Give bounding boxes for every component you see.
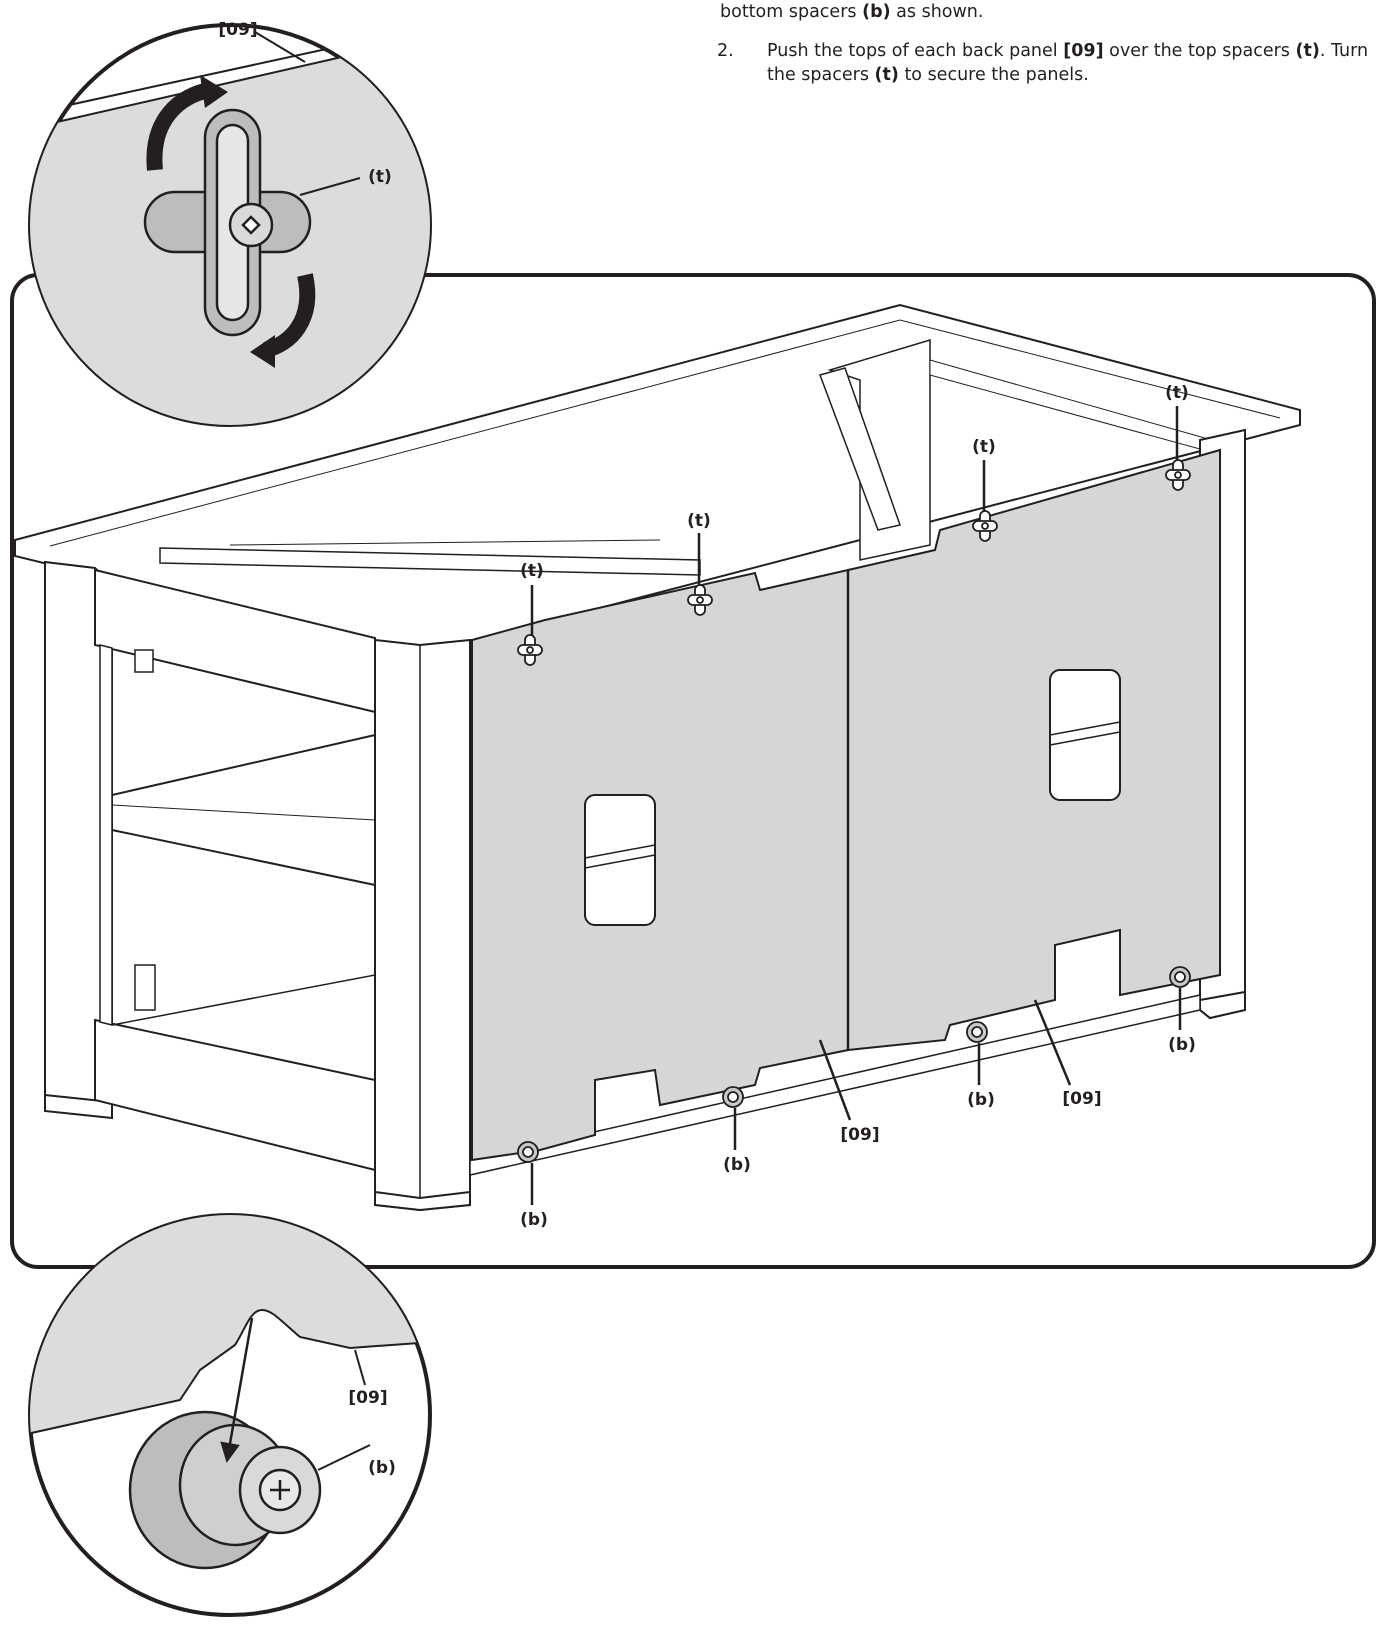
label-b-4: (b) bbox=[1168, 1035, 1196, 1055]
zoom-top-leader-panel bbox=[254, 31, 306, 63]
instructions: bottom spacers (b) as shown. 2. Push the … bbox=[717, 0, 1380, 87]
bottom-spacer-3 bbox=[966, 1021, 988, 1043]
text: . Turn the spacers bbox=[767, 41, 1369, 85]
left-panel-cutout bbox=[584, 794, 656, 926]
text-bold: [09] bbox=[1063, 41, 1104, 61]
center-front-leg-foot bbox=[374, 1190, 471, 1212]
zoom-detail-top-spacer: [09] (t) bbox=[28, 20, 432, 427]
leader-lines bbox=[530, 406, 1182, 1205]
rotate-arrow-top-head bbox=[200, 75, 228, 108]
bottom-spacer-4 bbox=[1169, 966, 1191, 988]
zoom-panel-bottom bbox=[30, 1215, 430, 1442]
rear-rail-brace bbox=[229, 539, 661, 546]
zoom-top-spacer bbox=[143, 108, 312, 337]
left-inner-frame bbox=[99, 644, 113, 1026]
zoom-detail-bottom-spacer: [09] (b) bbox=[28, 1213, 432, 1617]
label-panel-left: [09] bbox=[840, 1125, 879, 1145]
zoom-label-panel-bottom: [09] bbox=[348, 1388, 387, 1408]
top-spacer-4 bbox=[1165, 459, 1191, 491]
back-panel-left bbox=[471, 568, 849, 1162]
label-t-3: (t) bbox=[972, 437, 996, 457]
right-panel-cutout-rails bbox=[1049, 721, 1121, 746]
label-t-1: (t) bbox=[520, 561, 544, 581]
tv-stand-cabinet bbox=[14, 303, 1301, 1212]
right-panel-cutout bbox=[1049, 669, 1121, 801]
zoom-label-b: (b) bbox=[368, 1458, 396, 1478]
hinge-top bbox=[134, 649, 154, 673]
step-number: 2. bbox=[717, 41, 734, 61]
center-front-leg bbox=[374, 638, 471, 1212]
rotate-arrow-top bbox=[146, 82, 212, 171]
zoom-label-t: (t) bbox=[368, 167, 392, 187]
label-panel-right: [09] bbox=[1062, 1089, 1101, 1109]
left-side-shelf-line bbox=[111, 804, 376, 821]
text: Push the tops of each back panel bbox=[767, 41, 1064, 61]
zoom-bottom-leader-b bbox=[317, 1444, 371, 1471]
instruction-step-2: 2.Push the tops of each back panel [09] … bbox=[717, 39, 1380, 87]
zoom-bottom-arrow bbox=[220, 1317, 254, 1463]
main-labels: (t) (t) (t) (t) (b) (b) (b) (b) [09] [09… bbox=[520, 383, 1196, 1230]
bottom-spacers bbox=[517, 966, 1191, 1163]
label-b-2: (b) bbox=[723, 1155, 751, 1175]
bottom-rear-rail bbox=[469, 994, 1201, 1176]
zoom-bottom-spacer bbox=[128, 1410, 322, 1570]
text: bottom spacers bbox=[720, 2, 863, 22]
zoom-bottom-leader-panel bbox=[354, 1349, 366, 1386]
rotate-arrow-bottom-head bbox=[250, 335, 275, 368]
label-b-1: (b) bbox=[520, 1210, 548, 1230]
glass-top-inner-edge bbox=[49, 319, 1281, 547]
top-spacers bbox=[517, 459, 1191, 666]
top-spacer-1 bbox=[517, 634, 543, 666]
text: to secure the panels. bbox=[898, 65, 1089, 85]
left-panel-cutout-rails bbox=[584, 844, 656, 869]
rear-frame-brace bbox=[819, 367, 901, 531]
text-bold: (t) bbox=[874, 65, 899, 85]
instruction-previous-line: bottom spacers (b) as shown. bbox=[720, 0, 1380, 24]
top-spacer-2 bbox=[687, 584, 713, 616]
top-spacer-3 bbox=[972, 510, 998, 542]
text: as shown. bbox=[890, 2, 984, 22]
text-bold: (t) bbox=[1295, 41, 1320, 61]
zoom-label-panel: [09] bbox=[218, 20, 257, 40]
hinge-bottom bbox=[134, 964, 156, 1011]
back-panels bbox=[471, 448, 1221, 1162]
text: over the top spacers bbox=[1103, 41, 1296, 61]
bottom-spacer-2 bbox=[722, 1086, 744, 1108]
zoom-top-leader-t bbox=[299, 177, 361, 196]
text-bold: (b) bbox=[862, 2, 891, 22]
label-t-2: (t) bbox=[687, 511, 711, 531]
bottom-spacer-1 bbox=[517, 1141, 539, 1163]
rear-frame-right bbox=[827, 338, 931, 561]
label-b-3: (b) bbox=[967, 1090, 995, 1110]
label-t-4: (t) bbox=[1165, 383, 1189, 403]
